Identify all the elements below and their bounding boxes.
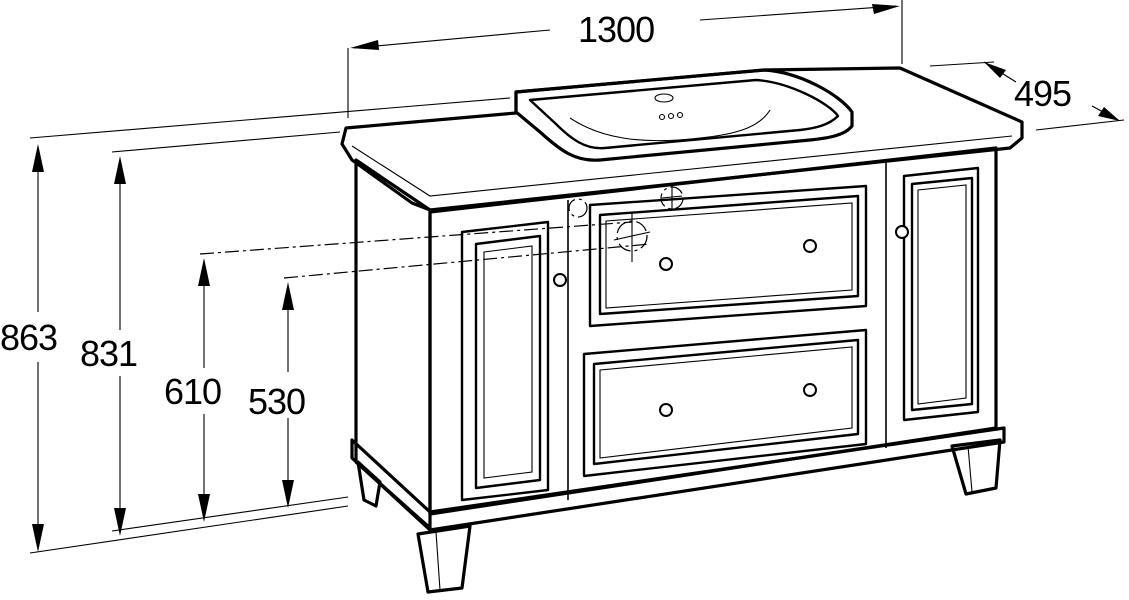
cabinet-height-extension-top [111,131,341,153]
cabinet-front [428,146,998,516]
bottom-drawer-panel [592,338,860,466]
upper-drain-height-label: 610 [164,371,221,412]
cabinet-height-label: 831 [80,333,137,374]
height-extension-bottom [29,505,349,554]
right-door-knob [895,225,909,239]
leg-front-left [416,524,472,594]
upper-drain-reference-line [199,221,633,255]
overflow-hole-icon [667,112,675,120]
arrowhead [872,4,900,14]
arrowhead [114,156,126,184]
water-inlet-marker [568,198,588,218]
arrowhead [350,40,379,50]
left-door-panel-inner [483,245,533,479]
basin-rim [514,68,854,162]
overflow-hole-icon [676,111,684,119]
arrowhead [984,62,1006,78]
leg-front-left-face [435,531,441,591]
right-door-panel-inner [917,184,967,405]
basin-inner [528,78,840,150]
top-drawer-knob-left [659,257,673,271]
tap-hole-icon [654,93,674,103]
arrowhead [114,508,126,536]
height-extension-top [29,97,511,139]
depth-label: 495 [1014,73,1071,114]
left-door-knob [553,273,567,287]
depth-extension-front [1035,119,1125,131]
arrowhead [1098,107,1120,121]
marker-cross [661,186,683,210]
bottom-drawer-panel-inner [599,346,853,459]
lower-drain-height-label: 530 [248,381,305,422]
width-dimension-line [699,5,897,21]
leg-back-left [356,460,382,508]
cabinet-height-extension-bottom [111,496,349,532]
top-drawer-knob-right [803,239,817,253]
top-drawer-panel [598,194,860,316]
marker-cross [613,212,651,262]
arrowhead [282,282,294,310]
arrowhead [282,480,294,508]
top-drawer-panel-inner [605,202,853,309]
countertop-edge [351,135,1013,197]
depth-extension-back [929,61,995,67]
leg-front-right-face [967,445,973,493]
arrowhead [198,258,210,286]
bottom-drawer-knob-left [659,403,673,417]
dimension-lines [29,0,1125,554]
width-label: 1300 [578,9,654,50]
width-dimension-line [353,29,551,49]
right-door-panel [910,176,974,412]
bottom-drawer-knob-right [803,383,817,397]
lower-drain-reference-line [283,243,651,279]
left-door-panel [474,234,542,490]
arrowhead [32,144,44,172]
overflow-hole-icon [658,113,666,121]
arrowhead [32,524,44,552]
total-height-label: 863 [0,317,57,358]
basin-bowl [569,109,771,142]
arrowhead [198,494,210,522]
vanity-cabinet [340,66,1024,594]
leg-front-right [950,438,1002,496]
